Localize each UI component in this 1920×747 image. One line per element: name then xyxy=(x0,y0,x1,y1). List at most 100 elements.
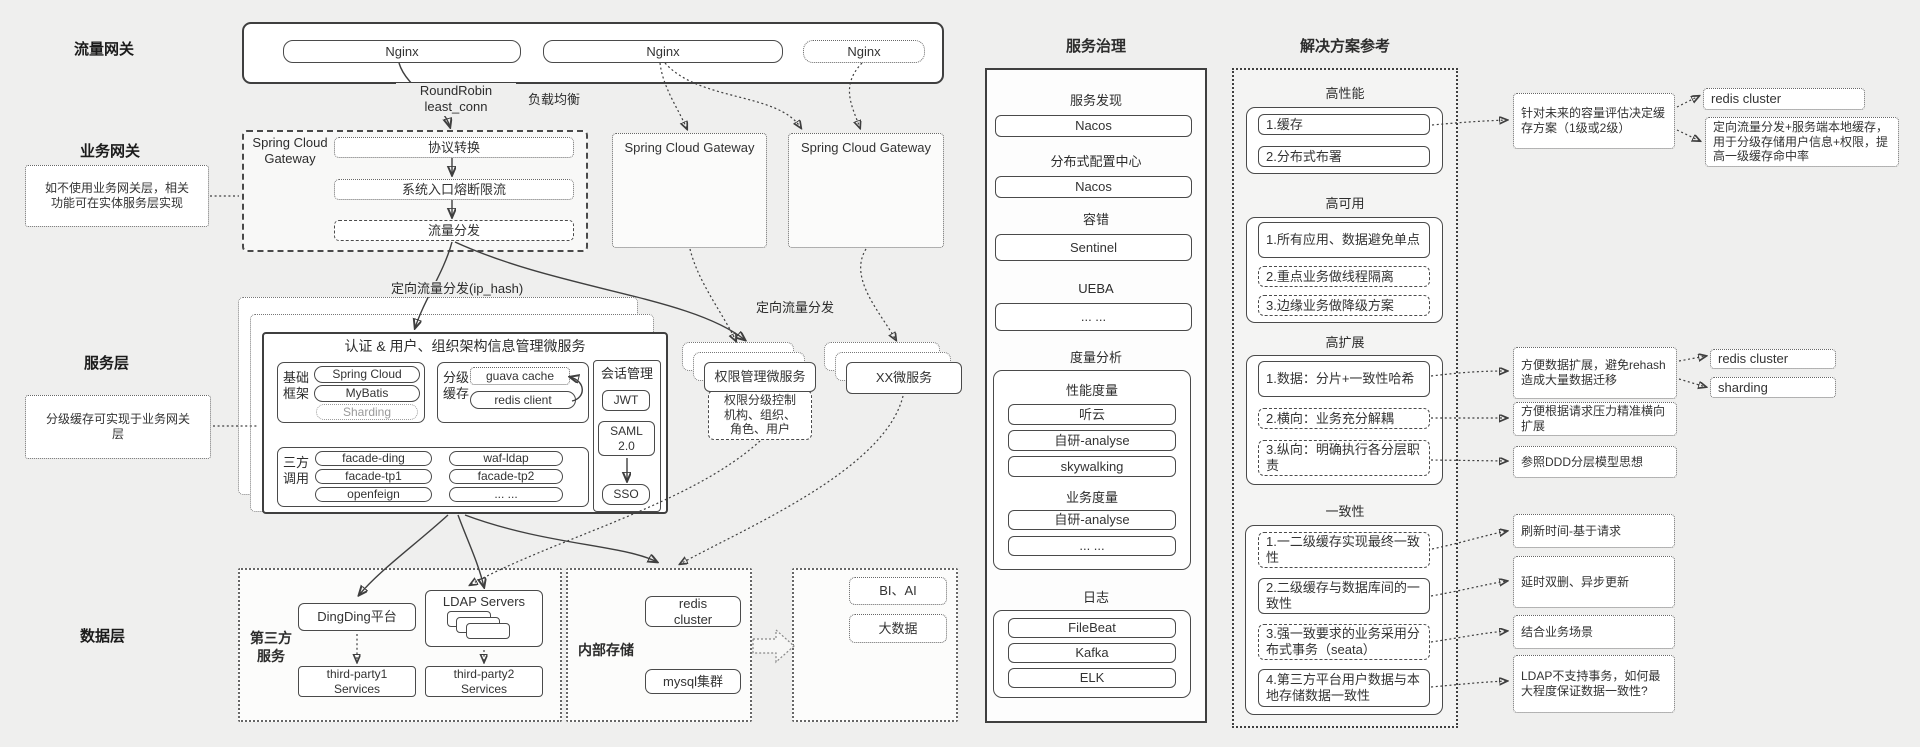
xx-service-box: XX微服务 xyxy=(846,362,962,394)
ha-item-3: 3.边缘业务做降级方案 xyxy=(1258,295,1430,316)
call-item-more: ... ... xyxy=(449,487,563,502)
nginx-node-3: Nginx xyxy=(803,40,925,63)
bigdata-box: 大数据 xyxy=(849,614,947,643)
flow-block-arrow xyxy=(752,628,795,664)
annotation-refresh: 刷新时间-基于请求 xyxy=(1513,514,1675,548)
metrics-title: 度量分析 xyxy=(1069,350,1122,365)
perf-item-distributed: 2.分布式布署 xyxy=(1258,146,1430,167)
perf-metrics-label: 性能度量 xyxy=(1065,383,1118,398)
annotation-ddd: 参照DDD分层模型思想 xyxy=(1513,446,1677,478)
ha-item-2: 2.重点业务做线程隔离 xyxy=(1258,266,1430,287)
spring-cloud-gateway-2: Spring Cloud Gateway xyxy=(612,133,767,248)
biz-metrics-label: 业务度量 xyxy=(1065,490,1118,505)
ueba-box: ... ... xyxy=(995,303,1192,331)
log-elk: ELK xyxy=(1008,668,1176,688)
cache-item-guava: guava cache xyxy=(470,367,570,385)
spring-cloud-gateway-3: Spring Cloud Gateway xyxy=(788,133,944,248)
governance-title: 服务治理 xyxy=(1065,38,1126,55)
scale-item-1: 1.数据：分片+一致性哈希 xyxy=(1258,361,1430,397)
log-filebeat: FileBeat xyxy=(1008,618,1176,638)
high-avail-title: 高可用 xyxy=(1325,196,1365,211)
session-item-sso: SSO xyxy=(602,484,650,505)
call-item-waf-ldap: waf-ldap xyxy=(449,451,563,466)
bi-ai-box: BI、AI xyxy=(849,577,947,605)
load-balance-label: 负载均衡 xyxy=(528,92,581,107)
layer-label-business-gateway: 业务网关 xyxy=(80,143,141,160)
annotation-double-delete: 延时双删、异步更新 xyxy=(1513,556,1675,608)
consistency-title: 一致性 xyxy=(1325,504,1365,519)
solutions-title: 解决方案参考 xyxy=(1299,38,1390,55)
annotation-biz-scene: 结合业务场景 xyxy=(1513,615,1675,649)
high-scale-title: 高扩展 xyxy=(1325,335,1365,350)
perm-service-box: 权限管理微服务 xyxy=(704,362,816,392)
gateway-step-protocol: 协议转换 xyxy=(334,137,574,158)
log-label: 日志 xyxy=(1082,590,1109,605)
perm-service-note: 权限分级控制 机构、组织、 角色、用户 xyxy=(708,390,812,440)
log-kafka: Kafka xyxy=(1008,643,1176,663)
cons-item-2: 2.二级缓存与数据库间的一致性 xyxy=(1258,578,1430,614)
base-item-spring-cloud: Spring Cloud xyxy=(314,366,420,383)
perf-item-cache: 1.缓存 xyxy=(1258,114,1430,135)
annotation-rehash: 方便数据扩展，避免rehash造成大量数据迁移 xyxy=(1513,347,1677,399)
third-party2-box: third-party2 Services xyxy=(425,666,543,697)
dingding-box: DingDing平台 xyxy=(298,603,416,631)
directed-flow-label: 定向流量分发 xyxy=(753,300,838,317)
cons-item-3: 3.强一致要求的业务采用分布式事务（seata） xyxy=(1258,624,1430,660)
config-center-label: 分布式配置中心 xyxy=(1050,154,1142,169)
third-party1-box: third-party1 Services xyxy=(298,666,416,697)
nginx-node-2: Nginx xyxy=(543,40,783,63)
layer-label-traffic-gateway: 流量网关 xyxy=(74,41,135,58)
sentinel-box: Sentinel xyxy=(995,234,1192,261)
ueba-label: UEBA xyxy=(1078,281,1114,296)
session-item-jwt: JWT xyxy=(602,390,650,411)
annotation-ldap: LDAP不支持事务，如何最大程度保证数据一致性? xyxy=(1513,655,1675,713)
high-perf-title: 高性能 xyxy=(1325,86,1365,101)
base-item-mybatis: MyBatis xyxy=(314,385,420,402)
discovery-label: 服务发现 xyxy=(1069,93,1122,108)
scale-item-2: 2.横向：业务充分解耦 xyxy=(1258,408,1430,429)
base-framework-label: 基础 框架 xyxy=(282,370,309,402)
perf-metric-analyse: 自研-analyse xyxy=(1008,430,1176,451)
layer-label-service-layer: 服务层 xyxy=(84,355,130,372)
ldap-server-card xyxy=(466,623,510,639)
cons-item-4: 4.第三方平台用户数据与本地存储数据一致性 xyxy=(1258,669,1430,707)
annotation-horizontal: 方便根据请求压力精准横向扩展 xyxy=(1513,402,1677,436)
note-service-layer: 分级缓存可实现于业务网关 层 xyxy=(25,395,211,459)
perf-metric-tingyun: 听云 xyxy=(1008,404,1176,425)
annotation-sharding: sharding xyxy=(1710,377,1836,398)
call-item-facade-tp1: facade-tp1 xyxy=(315,469,432,484)
fault-tolerance-label: 容错 xyxy=(1082,212,1109,227)
annotation-cache-plan: 针对未来的容量评估决定缓存方案（1级或2级） xyxy=(1513,93,1675,149)
third-party-services-label: 第三方 服务 xyxy=(250,630,292,664)
session-group-label: 会话管理 xyxy=(600,366,653,381)
annotation-redis-cluster-1: redis cluster xyxy=(1703,88,1865,110)
ip-hash-flow-label: 定向流量分发(ip_hash) xyxy=(388,281,527,298)
internal-storage-label: 内部存储 xyxy=(578,642,634,658)
ha-item-1: 1.所有应用、数据避免单点 xyxy=(1258,222,1430,258)
base-item-sharding: Sharding xyxy=(316,404,418,420)
cache-group-label: 分级 缓存 xyxy=(442,370,469,402)
gateway-step-circuit: 系统入口熔断限流 xyxy=(334,179,574,200)
mysql-cluster-box: mysql集群 xyxy=(645,669,741,694)
call-item-facade-ding: facade-ding xyxy=(315,451,432,466)
gateway-main-title: Spring Cloud Gateway xyxy=(252,135,328,167)
note-business-gateway: 如不使用业务网关层，相关 功能可在实体服务层实现 xyxy=(25,165,209,227)
cons-item-1: 1.一二级缓存实现最终一致性 xyxy=(1258,532,1430,568)
auth-service-title: 认证 & 用户、组织架构信息管理微服务 xyxy=(344,338,586,354)
call-item-openfeign: openfeign xyxy=(315,487,432,502)
annotation-directed-cache: 定向流量分发+服务端本地缓存，用于分级存储用户信息+权限，提高一级缓存命中率 xyxy=(1705,117,1899,167)
call-item-facade-tp2: facade-tp2 xyxy=(449,469,563,484)
biz-metric-analyse: 自研-analyse xyxy=(1008,510,1176,530)
discovery-nacos-box: Nacos xyxy=(995,115,1192,137)
scale-item-3: 3.纵向：明确执行各分层职责 xyxy=(1258,440,1430,476)
lb-algorithm-label: RoundRobin least_conn xyxy=(396,83,516,116)
nginx-node-1: Nginx xyxy=(283,40,521,63)
redis-cluster-box: redis cluster xyxy=(645,596,741,627)
layer-label-data-layer: 数据层 xyxy=(80,628,126,645)
cache-item-redis-client: redis client xyxy=(470,391,576,409)
internal-storage-container xyxy=(566,568,752,722)
config-nacos-box: Nacos xyxy=(995,176,1192,198)
session-item-saml: SAML 2.0 xyxy=(598,421,655,456)
perf-metric-skywalking: skywalking xyxy=(1008,456,1176,477)
